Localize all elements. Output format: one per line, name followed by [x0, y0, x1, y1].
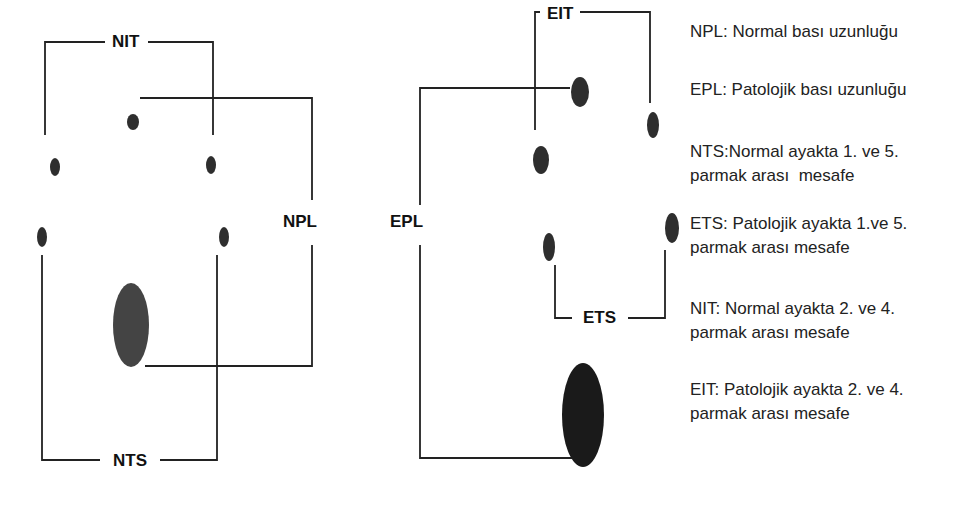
bracket [420, 88, 570, 205]
toe-print [571, 77, 589, 107]
toe-print [219, 227, 229, 247]
legend-note: EPL: Patolojik bası uzunluğu [690, 78, 952, 102]
dimension-label: EIT [544, 4, 576, 24]
bracket [148, 42, 213, 135]
toe-print [665, 213, 679, 243]
legend-note: EIT: Patolojik ayakta 2. ve 4. parmak ar… [690, 378, 952, 426]
bracket [140, 98, 312, 200]
dimension-label: NPL [280, 212, 320, 232]
toe-print [647, 112, 659, 138]
bracket [145, 245, 312, 366]
legend-note: NIT: Normal ayakta 2. ve 4. parmak arası… [690, 297, 952, 345]
dimension-label: ETS [580, 308, 619, 328]
dimension-label: NIT [109, 32, 142, 52]
toe-print [206, 156, 216, 174]
legend-note: ETS: Patolojik ayakta 1.ve 5. parmak ara… [690, 212, 952, 260]
bracket [160, 255, 217, 460]
toe-print [127, 114, 139, 130]
heel-print [113, 283, 149, 367]
dimension-label: NTS [110, 451, 150, 471]
bracket [535, 12, 540, 130]
legend-note: NTS:Normal ayakta 1. ve 5. parmak arası … [690, 140, 952, 188]
bracket [580, 12, 650, 103]
dimension-label: EPL [387, 212, 426, 232]
bracket [42, 255, 100, 460]
toe-print [50, 158, 60, 176]
toe-print [533, 146, 549, 174]
bracket [420, 245, 575, 458]
bracket [45, 42, 105, 135]
legend-note: NPL: Normal bası uzunluğu [690, 20, 952, 44]
toe-print [543, 233, 555, 261]
bracket [555, 265, 572, 318]
bracket [628, 250, 665, 318]
toe-print [37, 227, 47, 247]
heel-print [562, 363, 604, 467]
